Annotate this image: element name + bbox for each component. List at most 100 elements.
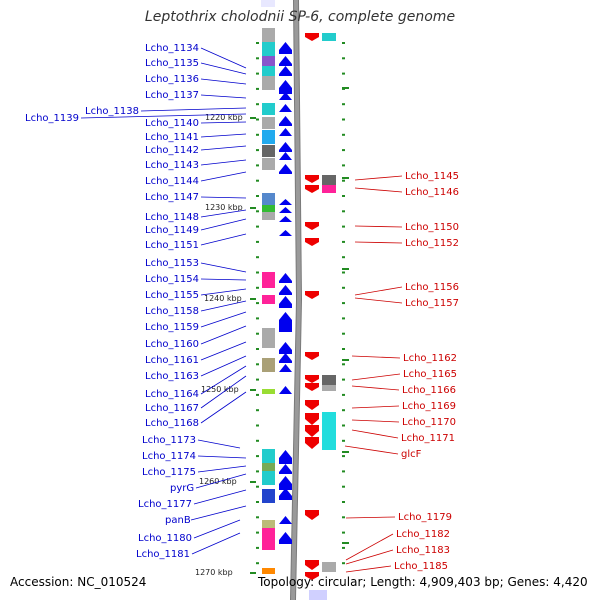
scale-tick-outer <box>342 177 349 179</box>
gene-label-right: Lcho_1157 <box>405 298 459 309</box>
forward-arrow-body <box>279 172 292 174</box>
forward-arrow <box>279 164 292 172</box>
outer-tick <box>342 133 345 136</box>
scale-tick <box>250 572 256 574</box>
reverse-arrow <box>305 222 319 230</box>
inner-tick <box>256 348 259 350</box>
forward-arrow <box>279 142 292 150</box>
leader-line-left <box>200 262 247 273</box>
outer-tick <box>342 103 345 106</box>
leader-line-left <box>197 455 247 459</box>
leader-line-left <box>200 171 247 182</box>
leader-line-right <box>354 187 403 193</box>
inner-tick <box>256 393 259 396</box>
gene-label-left: Lcho_1180 <box>138 533 192 544</box>
gene-label-left: Lcho_1139 <box>25 113 79 124</box>
forward-arrow <box>279 516 292 524</box>
forward-arrow-body <box>279 540 292 544</box>
leader-line-left <box>200 121 247 124</box>
gene-box <box>262 528 275 550</box>
leader-line-right <box>351 429 399 439</box>
forward-arrow <box>279 285 292 293</box>
forward-arrow <box>279 199 292 205</box>
reverse-arrow <box>305 375 319 383</box>
leader-line-left <box>200 209 247 218</box>
reverse-arrow <box>305 33 319 41</box>
forward-arrow-body <box>279 74 292 76</box>
forward-arrow <box>279 230 292 236</box>
forward-arrow <box>279 450 292 458</box>
gene-box <box>262 42 275 56</box>
forward-arrow <box>279 342 292 350</box>
forward-arrow <box>279 216 292 222</box>
leader-line-right <box>354 297 403 304</box>
gene-label-left: Lcho_1167 <box>145 403 199 414</box>
outer-tick <box>342 256 345 259</box>
inner-tick <box>256 455 259 458</box>
inner-tick <box>256 118 259 121</box>
leader-line-right <box>351 355 401 359</box>
leader-line-left <box>200 325 247 345</box>
leader-line-left <box>200 365 247 395</box>
leader-line-left <box>200 233 247 246</box>
outer-tick <box>342 455 345 458</box>
leader-line-left <box>200 94 247 99</box>
forward-arrow-body <box>279 350 292 354</box>
forward-arrow-body <box>279 361 292 363</box>
leader-line-right <box>345 549 394 565</box>
inner-tick <box>256 133 259 136</box>
reverse-arrow <box>305 437 319 449</box>
leader-line-right <box>354 175 403 181</box>
reverse-arrow <box>305 185 319 193</box>
leader-line-left <box>200 288 247 296</box>
outer-tick <box>342 378 345 381</box>
gene-box <box>262 471 275 485</box>
forward-arrow-body <box>279 88 292 94</box>
reverse-arrow <box>305 291 319 299</box>
leader-line-left <box>200 145 247 151</box>
reverse-arrow <box>305 352 319 360</box>
outer-tick <box>342 470 345 473</box>
inner-tick <box>256 256 259 259</box>
forward-arrow <box>279 56 292 64</box>
forward-arrow <box>279 386 292 394</box>
forward-arrow-body <box>279 496 292 500</box>
leader-line-left <box>197 465 247 473</box>
top-feature <box>261 0 275 7</box>
outer-tick <box>342 317 345 320</box>
inner-tick <box>256 562 259 565</box>
gene-label-right: Lcho_1165 <box>403 369 457 380</box>
gene-label-left: Lcho_1144 <box>145 176 199 187</box>
gene-label-left: Lcho_1140 <box>145 118 199 129</box>
forward-arrow <box>279 92 292 100</box>
gene-label-left: Lcho_1153 <box>145 258 199 269</box>
gene-label-left: Lcho_1134 <box>145 43 199 54</box>
gene-label-left: Lcho_1155 <box>145 290 199 301</box>
leader-line-right <box>351 373 401 381</box>
scale-tick <box>250 117 256 119</box>
gene-label-right: Lcho_1183 <box>396 545 450 556</box>
outer-tick <box>342 439 345 442</box>
scale-tick <box>250 389 256 391</box>
inner-tick <box>256 378 259 381</box>
outer-tick <box>342 501 345 503</box>
inner-tick <box>256 485 259 488</box>
outer-tick <box>342 118 345 121</box>
gene-label-left: Lcho_1174 <box>142 451 196 462</box>
gene-label-left: panB <box>165 515 191 526</box>
outer-tick <box>342 516 345 519</box>
outer-tick <box>342 562 345 565</box>
gene-box <box>262 145 275 157</box>
gene-box <box>262 358 275 372</box>
outer-tick <box>342 393 345 396</box>
gene-label-left: Lcho_1135 <box>145 58 199 69</box>
reverse-arrow <box>305 510 319 520</box>
inner-tick <box>256 439 259 442</box>
leader-line-left <box>80 113 247 119</box>
leader-line-right <box>354 241 403 244</box>
gene-label-left: Lcho_1173 <box>142 435 196 446</box>
leader-line-right <box>351 419 400 423</box>
topology-text: Topology: circular; Length: 4,909,403 bp… <box>258 575 588 589</box>
forward-arrow <box>279 207 292 213</box>
gene-label-right: Lcho_1166 <box>402 385 456 396</box>
